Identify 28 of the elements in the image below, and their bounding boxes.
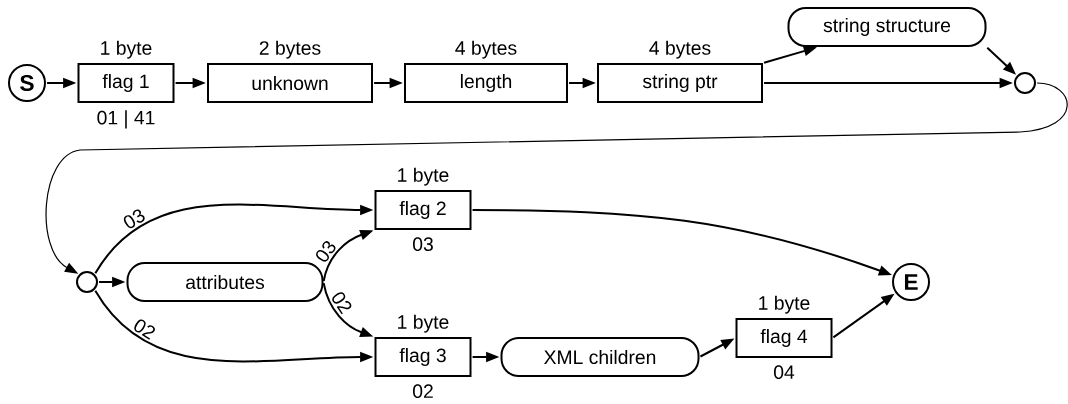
- field-box: unknown: [207, 63, 373, 103]
- value-label: 04: [774, 365, 795, 380]
- structure-box: XML children: [500, 337, 700, 377]
- arrow: [45, 82, 1068, 274]
- size-label: 4 bytes: [649, 40, 711, 59]
- field-box: flag 4: [735, 318, 833, 358]
- size-label: 1 byte: [101, 40, 152, 59]
- size-label: 1 byte: [398, 167, 449, 186]
- field-box: string ptr: [597, 63, 763, 103]
- field-box: length: [404, 63, 568, 103]
- size-label: 4 bytes: [455, 40, 517, 59]
- edge-label: 02: [134, 319, 155, 340]
- edge-label: 03: [123, 209, 145, 229]
- field-box: flag 2: [374, 190, 472, 230]
- size-label: 1 byte: [759, 295, 810, 314]
- structure-box: string structure: [787, 7, 987, 47]
- structure-box: attributes: [126, 262, 324, 302]
- size-label: 1 byte: [398, 314, 449, 333]
- value-label: 03: [413, 237, 433, 251]
- value-label: 02: [413, 384, 433, 399]
- value-label: 01 | 41: [97, 110, 155, 129]
- edge-label: 02: [332, 292, 352, 315]
- junction-circle: [1014, 72, 1036, 94]
- junction-circle: [76, 271, 98, 293]
- field-box: flag 1: [77, 63, 175, 103]
- edge-label: 03: [316, 241, 336, 262]
- size-label: 2 bytes: [259, 40, 321, 59]
- field-box: flag 3: [374, 337, 472, 377]
